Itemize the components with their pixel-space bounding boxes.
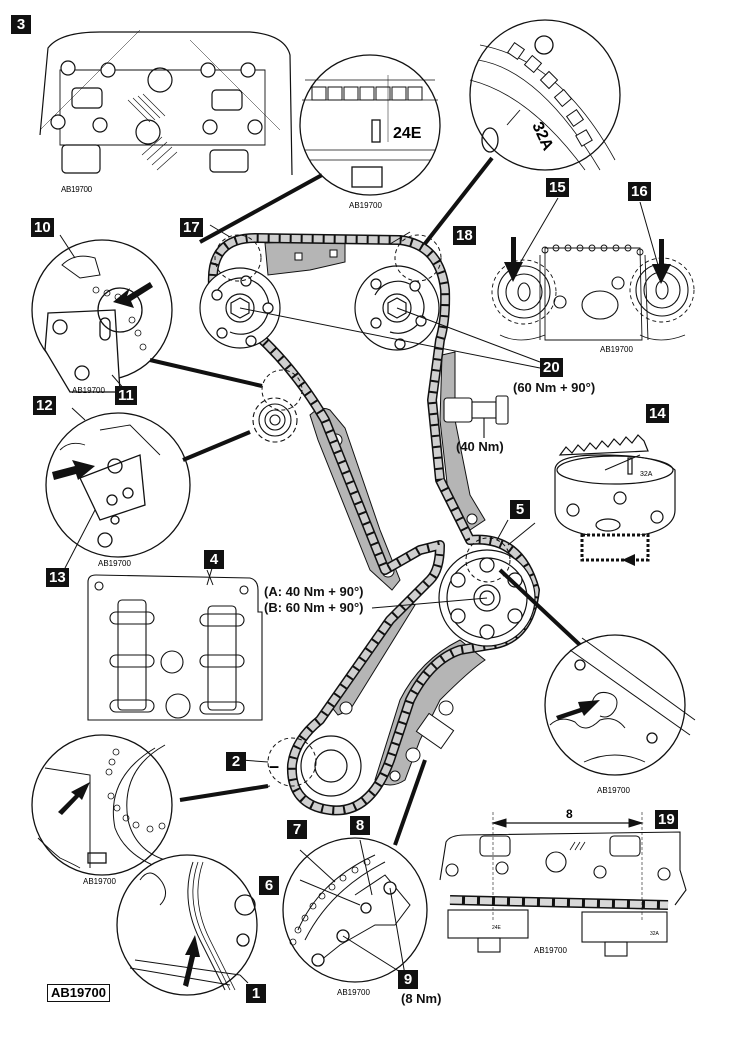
main-chain-drive xyxy=(199,233,540,816)
arrow-icon xyxy=(113,282,153,308)
detail-2-zoom-circle xyxy=(31,734,173,876)
detail-19-assembly xyxy=(439,812,687,957)
callout-2: 2 xyxy=(226,752,246,771)
ref-label-12: AB19700 xyxy=(98,559,131,568)
leader-lines-15-16 xyxy=(515,197,661,273)
ref-label-2: AB19700 xyxy=(83,877,116,886)
callout-3: 3 xyxy=(11,15,31,34)
callout-10: 10 xyxy=(31,218,54,237)
callout-17: 17 xyxy=(180,218,203,237)
torque-camshaft-bolts: (60 Nm + 90°) xyxy=(513,380,596,395)
ref-label-19: AB19700 xyxy=(534,946,567,955)
rotation-arrow-icon xyxy=(622,554,635,566)
timing-mark-19-right: 32A xyxy=(650,931,660,937)
callout-leaders xyxy=(206,224,536,586)
leader-line-5-detail xyxy=(498,568,582,647)
detail-3-cam-caps xyxy=(39,29,293,176)
callout-20: 20 xyxy=(540,358,563,377)
arrow-icon xyxy=(556,700,600,720)
ref-label-9: AB19700 xyxy=(337,988,370,997)
tensioner-plug xyxy=(443,395,509,438)
ref-label-5: AB19700 xyxy=(597,786,630,795)
detail-1-zoom-circle xyxy=(116,854,258,996)
dimension-arrow-19 xyxy=(491,818,644,828)
figure-reference: AB19700 xyxy=(47,984,110,1002)
ref-label-3: AB19700 xyxy=(61,185,93,194)
arrow-icon xyxy=(58,782,90,815)
callout-6: 6 xyxy=(259,876,279,895)
crank-marker: – xyxy=(269,756,279,776)
callout-5: 5 xyxy=(510,500,530,519)
torque-tensioner-bolts: (8 Nm) xyxy=(401,991,442,1006)
callout-7: 7 xyxy=(287,820,307,839)
dimension-label-8: 8 xyxy=(566,807,573,821)
torque-tensioner-plug: (40 Nm) xyxy=(456,439,504,454)
torque-crank-bolt-a: (A: 40 Nm + 90°) xyxy=(264,584,364,599)
callout-12: 12 xyxy=(33,396,56,415)
detail-14-vvt-sprocket xyxy=(554,434,676,562)
timing-mark-19-left: 24E xyxy=(492,925,502,931)
callout-19: 19 xyxy=(655,810,678,829)
callout-9: 9 xyxy=(398,970,418,989)
callout-4: 4 xyxy=(204,550,224,569)
detail-18-zoom-circle xyxy=(418,19,621,252)
callout-14: 14 xyxy=(646,404,669,423)
detail-12-13-zoom-circle xyxy=(45,407,251,569)
ref-label-17: AB19700 xyxy=(349,201,382,210)
torque-crank-bolt-b: (B: 60 Nm + 90°) xyxy=(264,600,364,615)
ref-label-15: AB19700 xyxy=(600,345,633,354)
detail-4-cylinder-head xyxy=(87,564,263,721)
detail-17-zoom-circle xyxy=(199,54,441,244)
callout-11: 11 xyxy=(115,386,137,405)
callout-15: 15 xyxy=(546,178,569,197)
leader-line-5-bolt xyxy=(371,597,488,609)
arrow-icon xyxy=(183,935,200,987)
ref-label-10: AB19700 xyxy=(72,386,105,395)
detail-10-11-zoom-circle xyxy=(31,234,263,393)
callout-8: 8 xyxy=(350,816,370,835)
callout-1: 1 xyxy=(246,984,266,1003)
timing-mark-32a-small: 32A xyxy=(640,471,653,478)
callout-16: 16 xyxy=(628,182,651,201)
leader-line-2-detail xyxy=(179,784,269,802)
callout-13: 13 xyxy=(46,568,69,587)
arrow-icon xyxy=(52,460,95,480)
timing-mark-24e: 24E xyxy=(393,125,422,142)
leader-line-5 xyxy=(496,519,509,541)
detail-5-zoom-circle xyxy=(544,634,696,776)
callout-18: 18 xyxy=(453,226,476,245)
detail-6-9-zoom-circle xyxy=(282,759,428,983)
leader-lines-20 xyxy=(239,307,541,369)
